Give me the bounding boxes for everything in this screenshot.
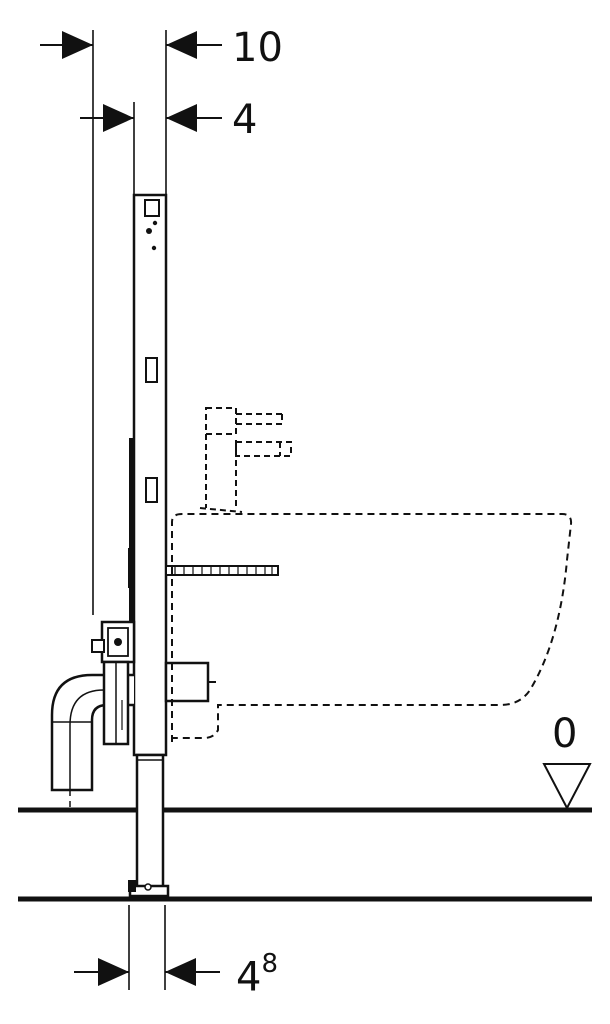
dimension-bottom-exponent: 8 <box>261 949 278 979</box>
post-side-clip <box>128 548 134 588</box>
dimension-label-4: 4 <box>232 97 258 143</box>
frame-post <box>132 193 168 757</box>
faucet-outline <box>199 407 292 513</box>
dimension-top-outer <box>40 31 222 59</box>
frame-leg <box>128 753 170 898</box>
drain-connector <box>164 661 216 703</box>
dimension-label-bottom: 48 <box>236 951 278 1001</box>
dimension-top-inner <box>80 104 222 132</box>
dimension-bottom-base: 4 <box>236 954 262 1001</box>
level-label: 0 <box>552 711 578 757</box>
level-triangle <box>542 763 592 811</box>
threaded-rod <box>165 565 279 576</box>
dimension-label-10: 10 <box>232 25 283 71</box>
dimension-bottom <box>74 958 220 986</box>
pipe-bracket <box>91 620 136 746</box>
basin-outline <box>171 513 573 742</box>
